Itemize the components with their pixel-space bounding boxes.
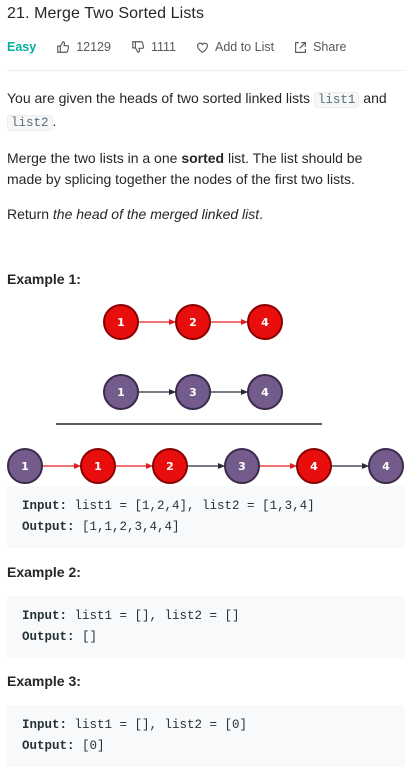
add-to-list-label: Add to List bbox=[215, 40, 275, 54]
merged-node: 2 bbox=[152, 448, 188, 484]
difficulty-badge: Easy bbox=[7, 40, 37, 54]
list2-node: 3 bbox=[175, 374, 211, 410]
example-2-title: Example 2: bbox=[7, 564, 81, 580]
problem-description: You are given the heads of two sorted li… bbox=[7, 88, 399, 239]
header-divider bbox=[7, 70, 406, 71]
merged-node: 1 bbox=[7, 448, 43, 484]
svg-text:2: 2 bbox=[166, 460, 174, 473]
example-3-title: Example 3: bbox=[7, 673, 81, 689]
example-1-code: Input: list1 = [1,2,4], list2 = [1,3,4] … bbox=[7, 486, 405, 548]
list1-node: 4 bbox=[247, 304, 283, 340]
share-button[interactable]: Share bbox=[294, 40, 346, 54]
merged-node: 4 bbox=[296, 448, 332, 484]
thumbs-up-icon bbox=[57, 41, 70, 53]
output-label: Output: bbox=[22, 630, 75, 644]
merged-node: 1 bbox=[80, 448, 116, 484]
description-paragraph-2: Merge the two lists in a one sorted list… bbox=[7, 150, 363, 187]
svg-text:1: 1 bbox=[94, 460, 102, 473]
svg-text:3: 3 bbox=[189, 386, 197, 399]
italic-return: the head of the merged linked list bbox=[52, 206, 260, 222]
input-value: list1 = [], list2 = [] bbox=[74, 609, 240, 623]
like-button[interactable]: 12129 bbox=[56, 40, 111, 54]
example-1-title: Example 1: bbox=[7, 271, 81, 287]
example-2-code: Input: list1 = [], list2 = [] Output: [] bbox=[7, 596, 405, 658]
dislike-button[interactable]: 1111 bbox=[131, 40, 176, 54]
input-label: Input: bbox=[22, 499, 68, 513]
share-icon bbox=[295, 41, 307, 53]
list2-node: 1 bbox=[103, 374, 139, 410]
output-value: [1,1,2,3,4,4] bbox=[82, 520, 180, 534]
merged-node: 3 bbox=[224, 448, 260, 484]
svg-text:3: 3 bbox=[238, 460, 246, 473]
description-paragraph-3: Return the head of the merged linked lis… bbox=[7, 206, 264, 222]
bold-sorted: sorted bbox=[181, 150, 225, 166]
output-value: [] bbox=[82, 630, 98, 644]
list2-node: 4 bbox=[247, 374, 283, 410]
svg-text:4: 4 bbox=[310, 460, 318, 473]
output-label: Output: bbox=[22, 739, 75, 753]
inline-code-list1: list1 bbox=[313, 92, 360, 108]
add-to-list-button[interactable]: Add to List bbox=[196, 40, 274, 54]
problem-title: 21. Merge Two Sorted Lists bbox=[7, 5, 205, 22]
example-3-code: Input: list1 = [], list2 = [0] Output: [… bbox=[7, 705, 405, 767]
svg-text:1: 1 bbox=[21, 460, 29, 473]
inline-code-list2: list2 bbox=[7, 115, 53, 131]
output-label: Output: bbox=[22, 520, 75, 534]
merged-node: 4 bbox=[368, 448, 404, 484]
output-value: [0] bbox=[82, 739, 105, 753]
list1-node: 2 bbox=[175, 304, 211, 340]
problem-meta-bar: Easy 12129 1111 Add to List Share bbox=[7, 37, 406, 57]
likes-count: 12129 bbox=[76, 40, 111, 54]
list1-node: 1 bbox=[103, 304, 139, 340]
description-paragraph-1: You are given the heads of two sorted li… bbox=[7, 90, 387, 131]
svg-text:4: 4 bbox=[261, 386, 269, 399]
svg-text:4: 4 bbox=[261, 316, 269, 329]
svg-text:2: 2 bbox=[189, 316, 197, 329]
svg-text:4: 4 bbox=[382, 460, 390, 473]
merge-diagram: 1 2 4 1 3 4 1 1 2 3 4 4 bbox=[7, 304, 404, 484]
thumbs-down-icon bbox=[132, 41, 145, 53]
share-label: Share bbox=[313, 40, 347, 54]
input-value: list1 = [1,2,4], list2 = [1,3,4] bbox=[74, 499, 315, 513]
input-value: list1 = [], list2 = [0] bbox=[74, 718, 248, 732]
input-label: Input: bbox=[22, 718, 68, 732]
heart-icon bbox=[197, 42, 208, 53]
svg-text:1: 1 bbox=[117, 316, 125, 329]
input-label: Input: bbox=[22, 609, 68, 623]
dislikes-count: 1111 bbox=[150, 40, 176, 54]
svg-text:1: 1 bbox=[117, 386, 125, 399]
